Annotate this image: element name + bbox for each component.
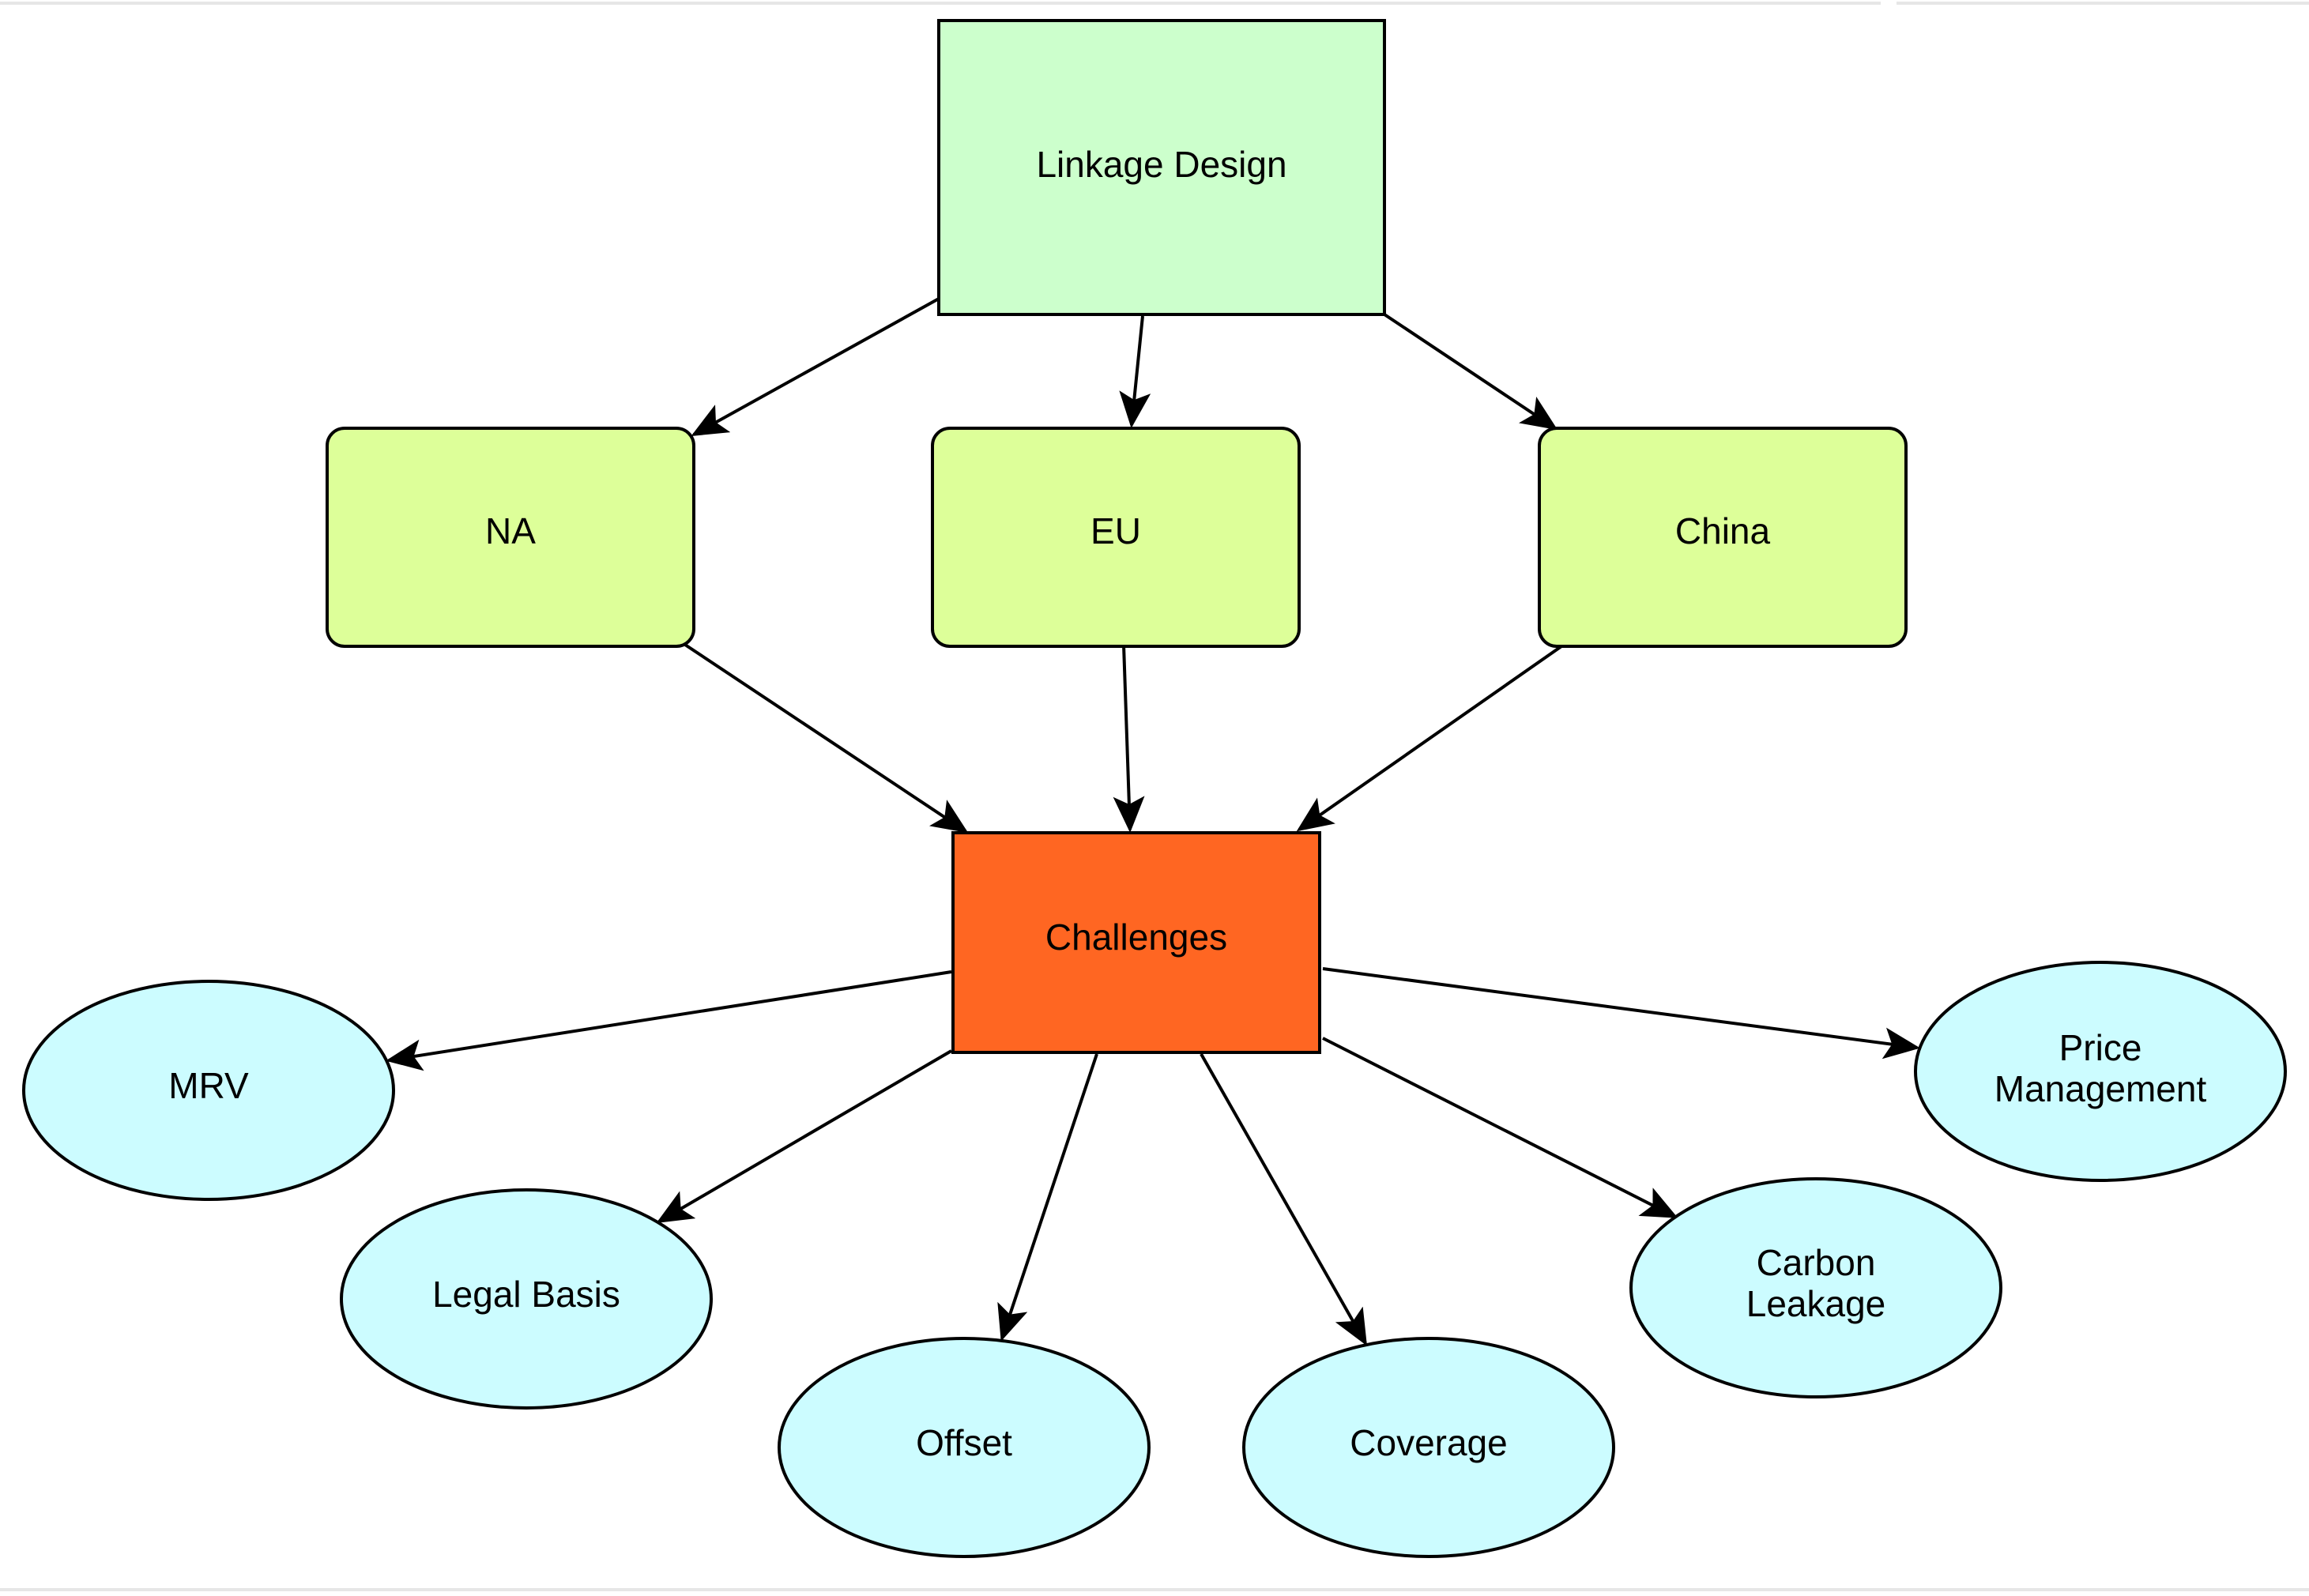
na-box <box>326 427 695 648</box>
edge-challenges-to-mrv <box>386 970 952 1071</box>
price-management-label-line1: Price <box>2059 1027 2142 1068</box>
legal-basis-ellipse <box>340 1188 713 1410</box>
mrv-ellipse <box>22 980 395 1201</box>
china-label: China <box>1675 510 1771 551</box>
challenges-label: Challenges <box>1045 917 1227 958</box>
node-mrv: MRV <box>22 980 395 1201</box>
node-eu: EU <box>931 427 1301 648</box>
node-legal-basis: Legal Basis <box>340 1188 713 1410</box>
carbon-leakage-label-line1: Carbon <box>1757 1242 1876 1283</box>
na-label: NA <box>485 510 536 551</box>
coverage-ellipse <box>1242 1337 1615 1558</box>
node-na: NA <box>326 427 695 648</box>
node-linkage-design: Linkage Design <box>937 19 1386 316</box>
eu-label: EU <box>1090 510 1141 551</box>
node-challenges: Challenges <box>951 831 1321 1054</box>
edge-challenges-to-coverage <box>1200 1053 1367 1346</box>
coverage-label: Coverage <box>1350 1422 1507 1463</box>
edge-na-to-challenges <box>681 642 969 834</box>
edge-linkage-design-to-eu <box>1119 315 1151 428</box>
edge-challenges-to-offset <box>997 1053 1098 1342</box>
node-coverage: Coverage <box>1242 1337 1615 1558</box>
node-china: China <box>1538 427 1908 648</box>
edge-eu-to-challenges <box>1113 644 1145 833</box>
price-management-label-line2: Management <box>1994 1068 2207 1109</box>
linkage-design-box <box>937 19 1386 316</box>
edge-challenges-to-carbon-leakage <box>1322 1037 1678 1218</box>
linkage-design-label: Linkage Design <box>1036 144 1286 185</box>
price-management-ellipse <box>1914 961 2287 1182</box>
edge-challenges-to-legal-basis <box>656 1049 953 1224</box>
edge-challenges-to-price-management <box>1322 967 1920 1060</box>
china-box <box>1538 427 1908 648</box>
legal-basis-label: Legal Basis <box>432 1274 620 1315</box>
eu-box <box>931 427 1301 648</box>
edge-linkage-design-to-na <box>691 297 940 436</box>
edge-china-to-challenges <box>1296 645 1563 832</box>
carbon-leakage-label-line2: Leakage <box>1746 1283 1886 1324</box>
offset-ellipse <box>778 1337 1151 1558</box>
node-price-management: Price Management <box>1914 961 2287 1182</box>
edges <box>386 297 1920 1346</box>
node-offset: Offset <box>778 1337 1151 1558</box>
node-carbon-leakage: Carbon Leakage <box>1629 1177 2002 1398</box>
offset-label: Offset <box>916 1422 1012 1463</box>
carbon-leakage-ellipse <box>1629 1177 2002 1398</box>
challenges-box <box>951 831 1321 1054</box>
mrv-label: MRV <box>168 1065 249 1106</box>
edge-linkage-design-to-china <box>1383 313 1558 431</box>
